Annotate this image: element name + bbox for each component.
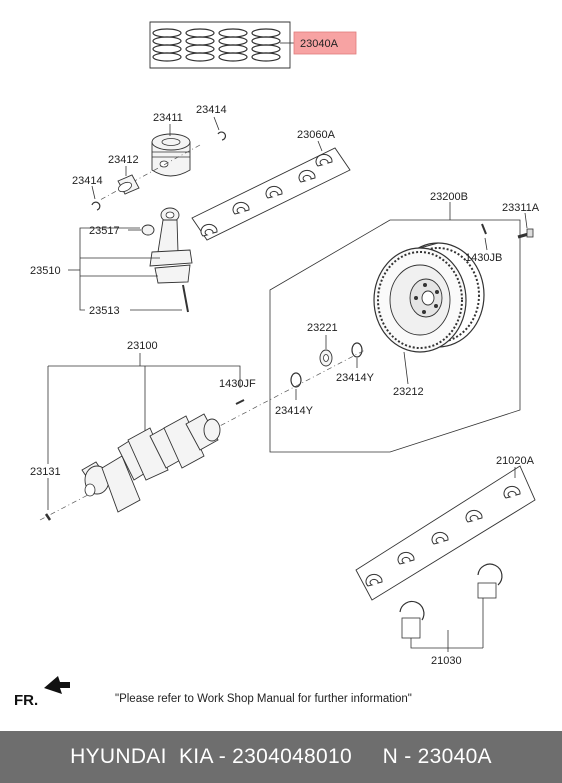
snap-ring-crank[interactable] xyxy=(290,372,302,388)
flywheel-bolt[interactable] xyxy=(517,228,534,239)
part-label-21030: 21030 xyxy=(431,655,462,667)
part-label-1430jb: 1430JB xyxy=(465,252,502,264)
bearing-set-main[interactable] xyxy=(355,465,536,601)
snap-ring-flywheel[interactable] xyxy=(351,342,363,358)
part-label-23510: 23510 xyxy=(30,265,61,277)
part-label-23414-top: 23414 xyxy=(196,104,227,116)
parts-diagram: 23040A 23411 23414 23412 23414 xyxy=(14,21,540,709)
part-label-23414y-flywheel: 23414Y xyxy=(336,372,375,384)
snap-ring-left[interactable] xyxy=(91,201,101,211)
crank-key-pin[interactable] xyxy=(44,513,52,521)
flywheel-group-outline xyxy=(269,219,521,453)
dowel-pin-crank[interactable] xyxy=(235,399,245,405)
rod-bushing[interactable] xyxy=(141,224,155,236)
piston-pin[interactable] xyxy=(117,174,140,195)
front-label: FR. xyxy=(14,692,38,709)
part-label-1430jf: 1430JF xyxy=(219,378,256,390)
piston-ring-set[interactable] xyxy=(149,21,294,69)
part-label-23212: 23212 xyxy=(393,386,424,398)
part-label-23412: 23412 xyxy=(108,154,139,166)
pilot-bearing[interactable] xyxy=(319,349,333,367)
part-label-21020a: 21020A xyxy=(496,455,535,467)
flywheel[interactable] xyxy=(373,242,485,353)
part-label-23411: 23411 xyxy=(153,112,183,124)
rod-bolt[interactable] xyxy=(182,284,189,313)
part-label-23200b: 23200B xyxy=(430,191,468,203)
part-label-23513: 23513 xyxy=(89,305,120,317)
thrust-washer-right[interactable] xyxy=(477,563,503,599)
part-label-23517: 23517 xyxy=(89,225,120,237)
bearing-set-upper[interactable] xyxy=(191,147,351,241)
part-label-23131: 23131 xyxy=(30,466,61,478)
piston[interactable] xyxy=(151,133,191,177)
workshop-note: "Please refer to Work Shop Manual for fu… xyxy=(115,693,412,705)
footer-bar: HYUNDAI KIA - 2304048010 N - 23040A xyxy=(0,731,562,783)
part-label-23040a: 23040A xyxy=(300,38,339,50)
part-label-23100: 23100 xyxy=(127,340,158,352)
thrust-washer-left[interactable] xyxy=(399,600,425,639)
footer-part-number: HYUNDAI KIA - 2304048010 N - 23040A xyxy=(70,745,492,768)
dowel-pin-flywheel[interactable] xyxy=(481,223,487,235)
connecting-rod[interactable] xyxy=(149,207,193,284)
part-label-23060a: 23060A xyxy=(297,129,336,141)
part-label-23414-left: 23414 xyxy=(72,175,103,187)
part-label-23040a-highlight[interactable]: 23040A xyxy=(293,31,357,55)
part-label-23414y-crank: 23414Y xyxy=(275,405,314,417)
part-label-23221: 23221 xyxy=(307,322,338,334)
crankshaft[interactable] xyxy=(81,413,221,513)
front-arrow-icon xyxy=(44,676,70,694)
part-label-23311a: 23311A xyxy=(502,202,540,214)
snap-ring-top[interactable] xyxy=(217,131,226,141)
